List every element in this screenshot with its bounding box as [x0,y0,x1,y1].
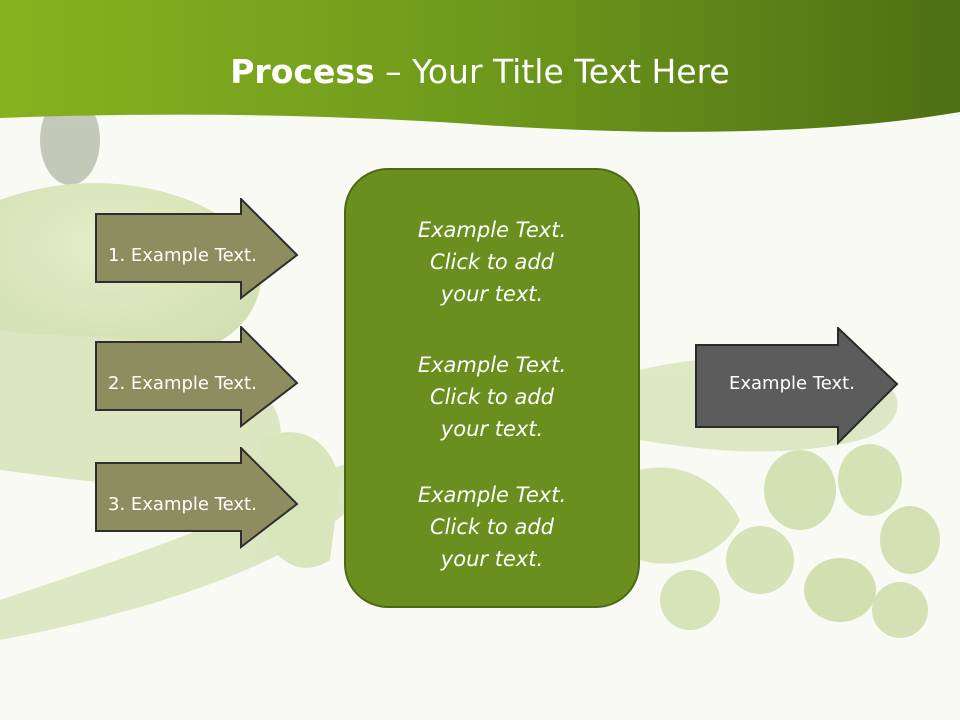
title-rest: – Your Title Text Here [374,52,730,91]
center-text-line: Example Text. [417,353,567,377]
center-text-line: Example Text. [417,218,567,242]
slide-title[interactable]: Process – Your Title Text Here [0,52,960,91]
left-arrow-1[interactable] [95,198,300,300]
center-text-line: your text. [440,417,544,441]
center-process-box[interactable]: Example Text. Click to add your text. Ex… [344,168,640,608]
center-text-line: Click to add [429,250,554,274]
right-arrow[interactable] [695,327,900,445]
center-text-line: Example Text. [417,483,567,507]
left-arrow-3-label: 3. Example Text. [108,494,257,515]
center-text-block-2: Example Text. Click to add your text. [346,349,638,445]
title-bold: Process [230,52,375,91]
center-text-line: Click to add [429,515,554,539]
left-arrow-3[interactable] [95,447,300,549]
center-text-line: your text. [440,282,544,306]
center-text-block-1: Example Text. Click to add your text. [346,214,638,310]
left-arrow-2[interactable] [95,326,300,428]
center-text-block-3: Example Text. Click to add your text. [346,479,638,575]
center-text-line: Click to add [429,385,554,409]
center-text-line: your text. [440,547,544,571]
header-band [0,0,960,132]
left-arrow-1-label: 1. Example Text. [108,245,257,266]
right-arrow-label: Example Text. [729,373,855,394]
left-arrow-2-label: 2. Example Text. [108,373,257,394]
